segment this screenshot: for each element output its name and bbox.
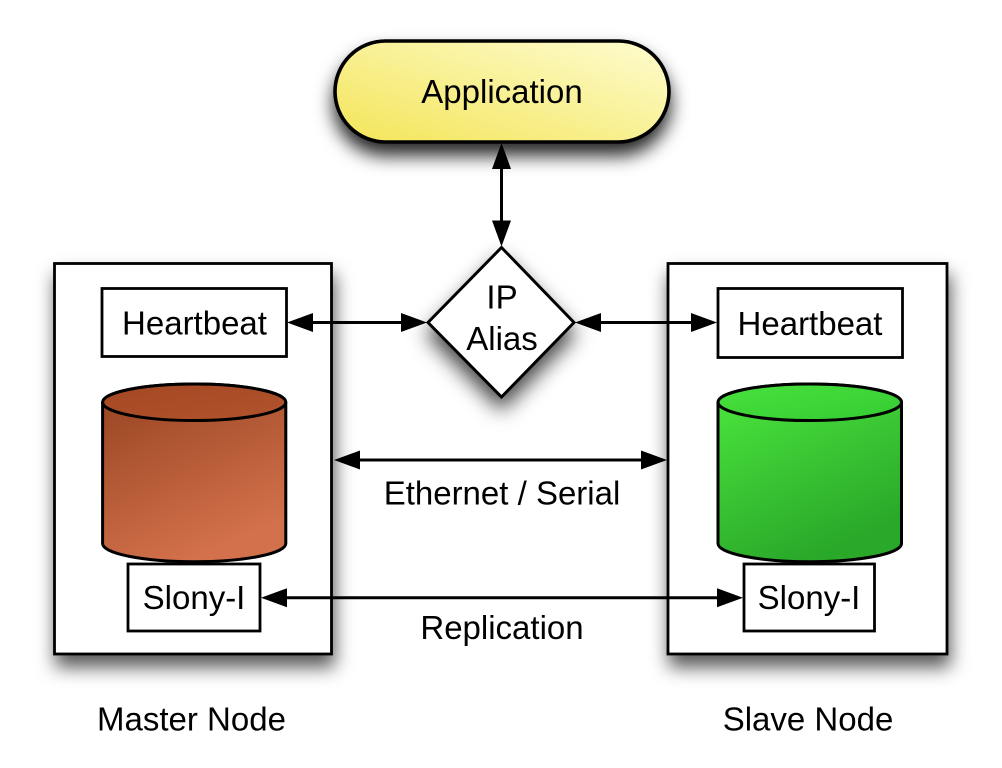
svg-text:Heartbeat: Heartbeat [738,305,883,342]
svg-text:Replication: Replication [420,609,583,646]
svg-text:Application: Application [421,73,582,110]
svg-text:Ethernet / Serial: Ethernet / Serial [384,475,621,512]
svg-text:Slony-I: Slony-I [758,579,861,616]
svg-text:Slave Node: Slave Node [723,701,894,738]
svg-text:Slony-I: Slony-I [143,579,246,616]
svg-text:Heartbeat: Heartbeat [122,305,267,342]
svg-text:Alias: Alias [466,320,538,357]
svg-text:IP: IP [486,279,517,316]
svg-text:Master Node: Master Node [97,701,286,738]
